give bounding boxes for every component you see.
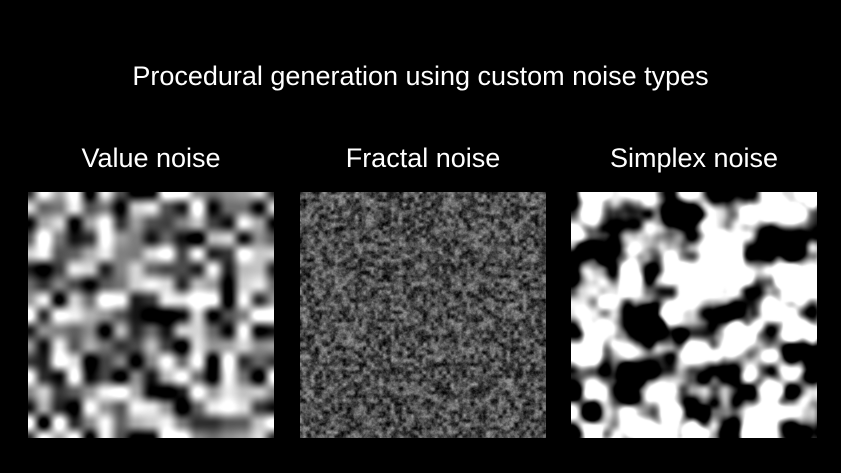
simplex-noise-image bbox=[571, 192, 817, 438]
fractal-noise-panel: Fractal noise bbox=[300, 140, 546, 438]
value-noise-image bbox=[28, 192, 274, 438]
value-noise-panel: Value noise bbox=[28, 140, 274, 438]
simplex-noise-label: Simplex noise bbox=[609, 143, 779, 173]
page-title: Procedural generation using custom noise… bbox=[132, 61, 709, 91]
simplex-noise-panel: Simplex noise bbox=[571, 140, 817, 438]
fractal-noise-label: Fractal noise bbox=[345, 143, 501, 173]
value-noise-label: Value noise bbox=[81, 143, 221, 173]
fractal-noise-image bbox=[300, 192, 546, 438]
